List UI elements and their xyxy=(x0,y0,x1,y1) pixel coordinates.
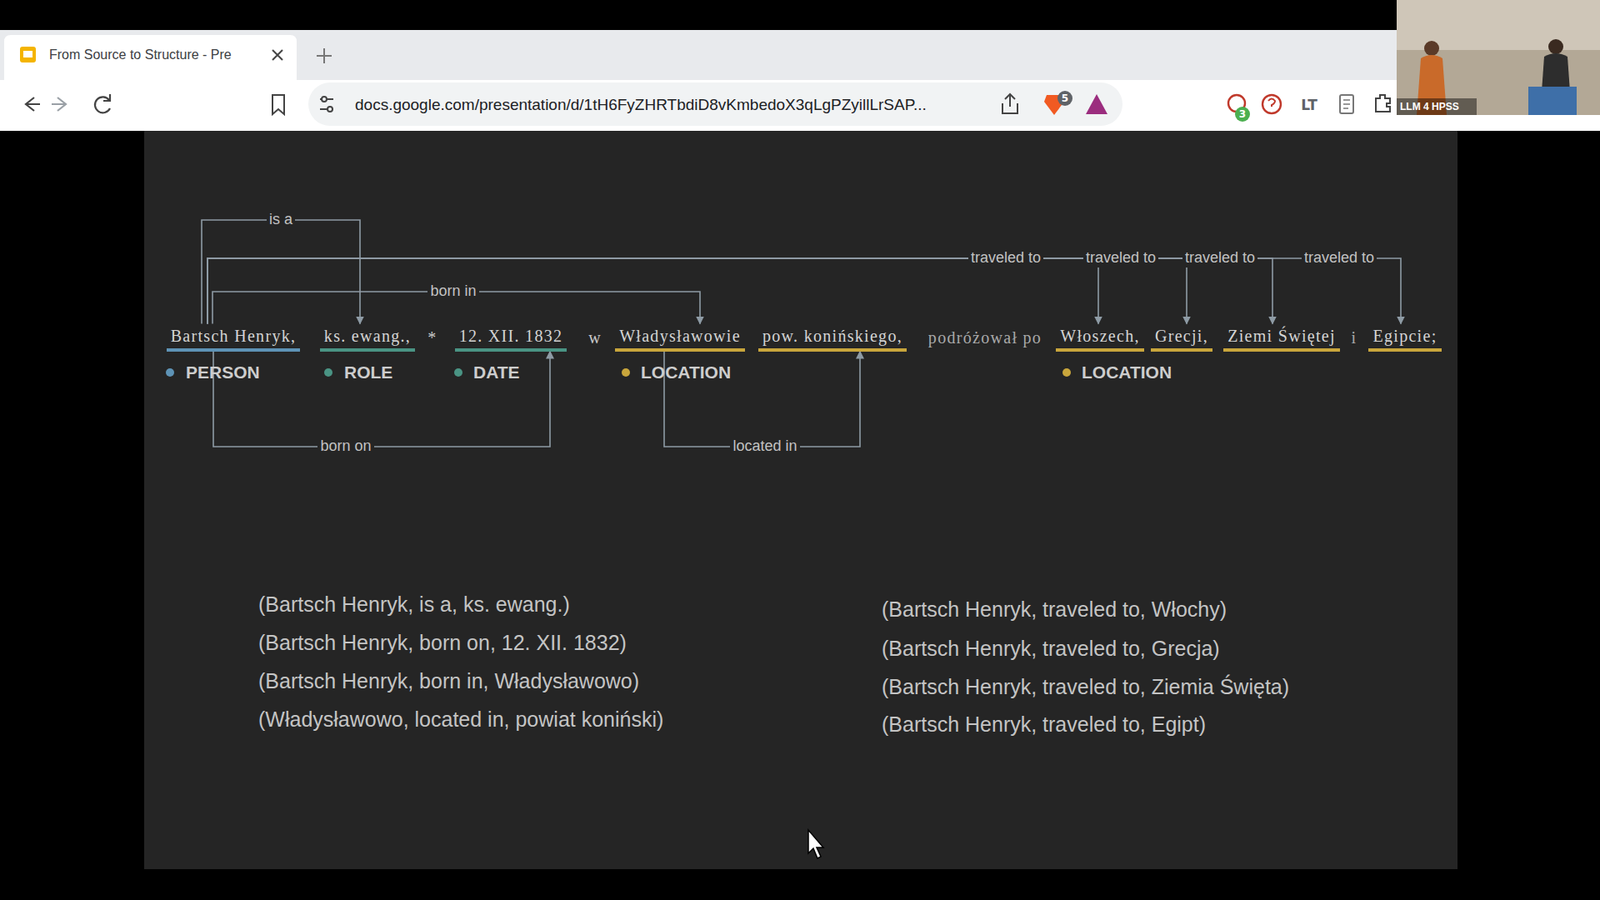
source-token: podróżował po xyxy=(928,327,1042,348)
reader-icon xyxy=(1340,95,1354,114)
location-entity: Włoszech, xyxy=(1055,324,1145,352)
speaker-figure xyxy=(1548,39,1564,55)
share-icon xyxy=(1002,94,1018,114)
relation-label: traveled to xyxy=(1083,249,1159,268)
entity-text: Ziemi Świętej xyxy=(1227,325,1336,346)
location-entity: pow. konińskiego, xyxy=(758,324,907,352)
person-entity: Bartsch Henryk, xyxy=(166,324,301,352)
new-tab-icon xyxy=(316,48,332,64)
triple-text: (Bartsch Henryk, traveled to, Grecja) xyxy=(881,635,1220,661)
source-token: i xyxy=(1351,327,1358,348)
entity-text: Władysławowie xyxy=(619,325,741,346)
lectern xyxy=(1528,86,1577,115)
rewards-icon xyxy=(1085,94,1108,115)
relation-label: born in xyxy=(427,282,479,301)
relation-label: traveled to xyxy=(1182,249,1258,268)
slides-favicon xyxy=(20,46,36,63)
badge-count: 3 xyxy=(1239,108,1246,120)
extensions-icon xyxy=(1375,95,1390,112)
relation-connector xyxy=(207,258,1187,325)
tab-title: From Source to Structure - Pre xyxy=(49,46,232,63)
site-settings-icon xyxy=(321,96,327,102)
site-settings-icon xyxy=(327,106,333,112)
mouse-cursor xyxy=(808,830,824,859)
source-token: w xyxy=(588,327,602,348)
location-entity: Grecji, xyxy=(1150,324,1213,352)
relation-connector xyxy=(207,258,1273,325)
triple-text: (Bartsch Henryk, traveled to, Włochy) xyxy=(881,596,1227,622)
entity-text: 12. XII. 1832 xyxy=(459,325,564,346)
url-text: docs.google.com/presentation/d/1tH6FyZHR… xyxy=(355,95,927,115)
relation-connector xyxy=(207,258,1099,325)
entity-dot xyxy=(621,368,630,377)
relation-connector xyxy=(201,220,360,325)
camera-feed xyxy=(1396,0,1600,115)
reader-icon xyxy=(1343,100,1350,109)
relation-label: is a xyxy=(266,210,295,230)
relation-connector xyxy=(207,258,1401,325)
close-icon xyxy=(272,50,283,60)
relation-label: born on xyxy=(317,437,374,456)
entity-text: pow. konińskiego, xyxy=(762,325,903,346)
entity-dot xyxy=(324,368,333,377)
triple-text: (Bartsch Henryk, born in, Władysławowo) xyxy=(258,668,640,694)
reload-icon xyxy=(103,94,110,101)
entity-tag: LOCATION xyxy=(1081,361,1172,383)
entity-text: Grecji, xyxy=(1155,325,1209,346)
toolbar xyxy=(0,80,1600,131)
entity-tag: PERSON xyxy=(185,361,260,383)
location-entity: Egipcie; xyxy=(1368,324,1441,352)
entity-text: Egipcie; xyxy=(1372,325,1437,346)
badge-count: 5 xyxy=(1061,92,1069,105)
location-entity: Władysławowie xyxy=(615,324,745,352)
bookmark-icon xyxy=(272,95,285,115)
triple-text: (Bartsch Henryk, traveled to, Ziemia Świ… xyxy=(881,674,1290,700)
tab-strip xyxy=(0,30,1600,80)
back-icon xyxy=(25,97,40,111)
entity-text: Włoszech, xyxy=(1060,325,1140,346)
triple-text: (Bartsch Henryk, born on, 12. XII. 1832) xyxy=(258,630,627,655)
source-token: * xyxy=(427,327,437,348)
entity-text: ks. ewang., xyxy=(324,325,411,346)
entity-dot xyxy=(1062,368,1071,377)
slides-favicon xyxy=(23,50,33,58)
entity-tag: ROLE xyxy=(344,361,393,383)
extension-icon xyxy=(1268,99,1275,108)
entity-tag: LOCATION xyxy=(640,361,731,383)
extension-icon xyxy=(1262,95,1281,114)
entity-dot xyxy=(165,368,175,377)
date-entity: 12. XII. 1832 xyxy=(455,324,568,352)
relation-label: traveled to xyxy=(1301,249,1377,268)
slide xyxy=(144,130,1458,870)
triple-text: (Władysławowo, located in, powiat konińs… xyxy=(258,706,664,732)
entity-dot xyxy=(454,368,463,377)
badge xyxy=(1235,106,1250,122)
active-tab xyxy=(4,35,297,80)
caption-strip xyxy=(1396,98,1477,115)
relation-connector xyxy=(213,351,550,448)
relation-label: located in xyxy=(730,437,800,456)
triple-text: (Bartsch Henryk, traveled to, Egipt) xyxy=(881,711,1206,737)
reload-icon xyxy=(95,96,110,113)
entity-tag: DATE xyxy=(473,361,520,383)
badge xyxy=(1057,90,1073,106)
role-entity: ks. ewang., xyxy=(320,324,415,352)
speaker-figure xyxy=(1424,40,1440,56)
extension-icon-text: LT xyxy=(1300,96,1318,114)
entity-text: Bartsch Henryk, xyxy=(170,325,297,346)
triple-text: (Bartsch Henryk, is a, ks. ewang.) xyxy=(258,591,570,617)
address-bar xyxy=(308,82,1123,126)
camera-caption: LLM 4 HPSS xyxy=(1400,100,1460,113)
speaker-figure xyxy=(1541,53,1570,92)
relation-label: traveled to xyxy=(968,249,1044,268)
forward-icon xyxy=(51,97,66,111)
location-entity: Ziemi Świętej xyxy=(1223,324,1340,352)
